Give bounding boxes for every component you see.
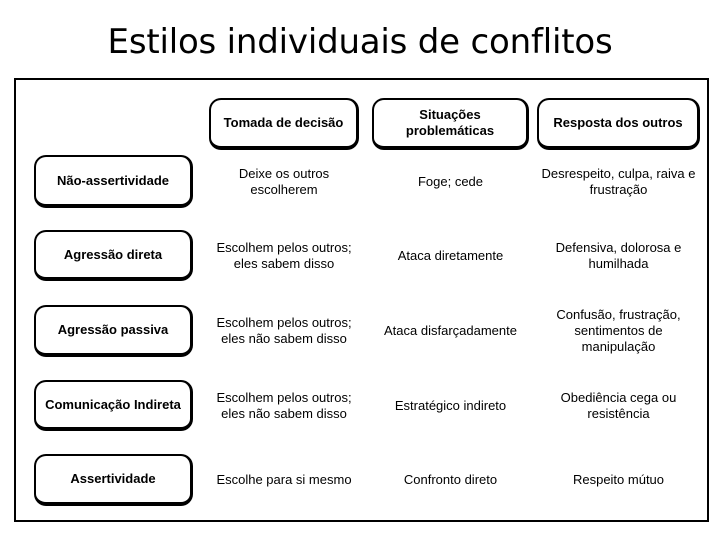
- matrix-cell: Desrespeito, culpa, raiva e frustração: [541, 165, 696, 197]
- matrix-cell: Ataca disfarçadamente: [384, 323, 517, 338]
- row-header-assertividade: Assertividade: [34, 454, 193, 506]
- matrix-cell: Escolhem pelos outros; eles não sabem di…: [216, 389, 352, 421]
- row-header-agressao-direta: Agressão direta: [34, 230, 193, 281]
- matrix-cell: Confusão, frustração, sentimentos de man…: [556, 307, 681, 354]
- matrix-cell: Foge; cede: [417, 173, 484, 189]
- matrix-cell: Defensiva, dolorosa e humilhada: [555, 239, 682, 271]
- matrix-cell: Escolhem pelos outros; eles sabem disso: [216, 239, 352, 271]
- matrix-cell: Ataca diretamente: [397, 247, 504, 263]
- matrix-cell: Confronto direto: [403, 472, 498, 487]
- matrix-cell: Respeito mútuo: [572, 472, 665, 487]
- matrix-cell: Obediência cega ou resistência: [560, 389, 677, 421]
- column-header-resposta-dos-outros: Resposta dos outros: [537, 98, 700, 150]
- matrix-cell: Escolhem pelos outros; eles não sabem di…: [216, 315, 352, 346]
- column-header-situacoes-problematicas: Situações problemáticas: [372, 98, 529, 150]
- matrix-cell: Escolhe para si mesmo: [216, 472, 352, 487]
- matrix-cell: Estratégico indireto: [394, 397, 507, 413]
- conflict-styles-matrix: Tomada de decisão Situações problemática…: [14, 78, 709, 522]
- row-header-nao-assertividade: Não-assertividade: [34, 155, 193, 208]
- row-header-comunicacao-indireta: Comunicação Indireta: [34, 380, 193, 431]
- column-header-tomada-de-decisao: Tomada de decisão: [209, 98, 359, 150]
- page-title: Estilos individuais de conflitos: [107, 22, 613, 62]
- matrix-cell: Deixe os outros escolherem: [238, 165, 330, 197]
- row-header-agressao-passiva: Agressão passiva: [34, 305, 193, 357]
